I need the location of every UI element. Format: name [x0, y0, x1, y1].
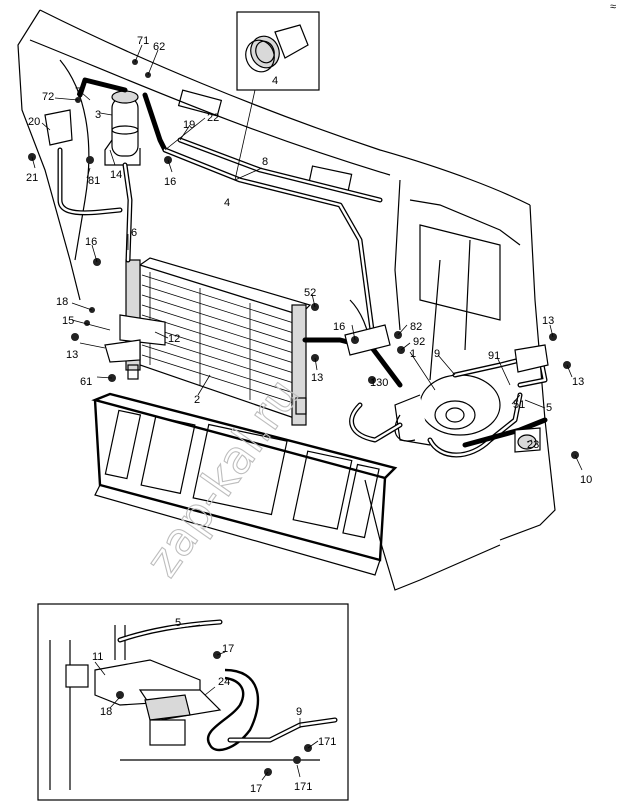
- leader-lines: [31, 44, 583, 471]
- callout-9: 9: [434, 348, 440, 360]
- callout-2: 2: [194, 394, 200, 406]
- hose-fitting-inset: [234, 11, 320, 181]
- detail-callout-9: 9: [296, 706, 302, 718]
- callout-82: 82: [410, 321, 422, 333]
- callout-91: 91: [488, 350, 500, 362]
- callout-10: 10: [580, 474, 592, 486]
- callout-19: 19: [183, 119, 195, 131]
- callout-61: 61: [80, 376, 92, 388]
- callout-15: 15: [62, 315, 74, 327]
- callout-18: 18: [56, 296, 68, 308]
- compressor: [394, 374, 501, 446]
- detail-callout-171-b: 171: [294, 781, 312, 793]
- callout-52: 52: [304, 287, 316, 299]
- callout-4-inset: 4: [272, 75, 278, 87]
- vehicle-body-outline: [17, 9, 556, 591]
- callout-8-a: 8: [262, 156, 268, 168]
- callout-71: 71: [137, 35, 149, 47]
- condenser-core: [139, 257, 312, 421]
- callout-6: 6: [131, 227, 137, 239]
- callout-62: 62: [153, 41, 165, 53]
- detail-callout-18: 18: [100, 706, 112, 718]
- callout-1: 1: [410, 348, 416, 360]
- callout-21: 21: [26, 172, 38, 184]
- detail-callout-17-b: 17: [250, 783, 262, 795]
- callout-22: 22: [207, 112, 219, 124]
- main-callouts: 71 62 4 72 7 3 20 19 22 21 14 81 16 8 4 …: [26, 35, 592, 486]
- callout-92: 92: [413, 336, 425, 348]
- watermark: zap-kal.ru: [135, 369, 310, 586]
- callout-4: 4: [224, 197, 230, 209]
- callout-3: 3: [95, 109, 101, 121]
- radiator-support-panel: [91, 392, 398, 576]
- callout-5: 5: [546, 402, 552, 414]
- condenser-right-tank: [291, 304, 307, 426]
- callout-23: 23: [527, 439, 539, 451]
- callout-81: 81: [88, 175, 100, 187]
- callout-20: 20: [28, 116, 40, 128]
- callout-13-c: 13: [572, 376, 584, 388]
- receiver-drier: [104, 90, 141, 166]
- detail-callout-171-a: 171: [318, 736, 336, 748]
- callout-7: 7: [75, 86, 81, 98]
- callout-16-b: 16: [85, 236, 97, 248]
- callout-13-b: 13: [542, 315, 554, 327]
- callout-16-a: 16: [164, 176, 176, 188]
- callout-130: 130: [370, 377, 388, 389]
- callout-16-c: 16: [333, 321, 345, 333]
- corner-mark: ≈: [610, 1, 616, 13]
- callout-13-d: 13: [311, 372, 323, 384]
- mounting-brackets: [44, 109, 549, 453]
- callout-72: 72: [42, 91, 54, 103]
- refrigerant-lines: [57, 77, 548, 458]
- detail-inset: 5 17 11 24 18 9 171 171 17: [37, 603, 349, 801]
- callout-12: 12: [168, 333, 180, 345]
- callout-51: 51: [513, 399, 525, 411]
- callout-13-a: 13: [66, 349, 78, 361]
- detail-callout-17-a: 17: [222, 643, 234, 655]
- detail-callout-11: 11: [92, 651, 103, 663]
- detail-callout-5: 5: [175, 617, 181, 629]
- detail-callout-24: 24: [218, 676, 230, 688]
- callout-14: 14: [110, 169, 122, 181]
